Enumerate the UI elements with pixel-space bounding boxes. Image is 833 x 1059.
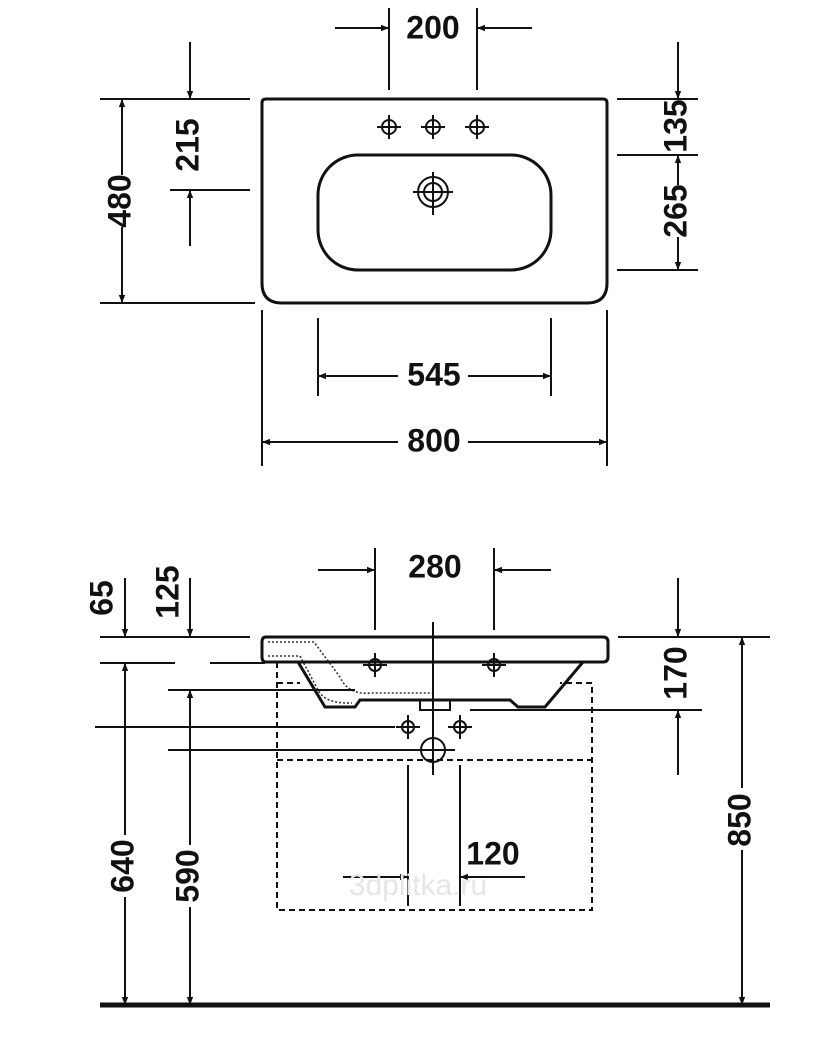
bowl-outline <box>316 153 553 272</box>
top-view: 200 215 480 135 265 545 800 <box>100 8 698 466</box>
cabinet-outline <box>276 662 593 911</box>
dim-200: 200 <box>406 9 459 45</box>
dim-120: 120 <box>466 835 519 871</box>
basin-outline <box>260 97 609 305</box>
drain-icon <box>413 172 453 215</box>
dim-280: 280 <box>408 548 461 584</box>
dim-850: 850 <box>721 793 757 846</box>
side-view: 280 65 125 640 590 120 170 850 3dplitka.… <box>83 548 770 1008</box>
dim-590: 590 <box>169 849 205 902</box>
dim-640: 640 <box>104 839 140 892</box>
dim-170: 170 <box>657 646 693 699</box>
basin-section <box>260 635 610 664</box>
dim-215: 215 <box>169 118 205 171</box>
tap-hole-icon <box>363 653 506 739</box>
dim-125: 125 <box>149 565 185 618</box>
dim-265: 265 <box>657 184 693 237</box>
dim-135: 135 <box>657 99 693 152</box>
dim-800: 800 <box>407 422 460 458</box>
dim-545: 545 <box>407 356 460 392</box>
tap-hole-icon <box>377 115 489 139</box>
watermark: 3dplitka.ru <box>349 869 487 902</box>
dim-480: 480 <box>101 174 137 227</box>
dim-65: 65 <box>83 580 119 616</box>
